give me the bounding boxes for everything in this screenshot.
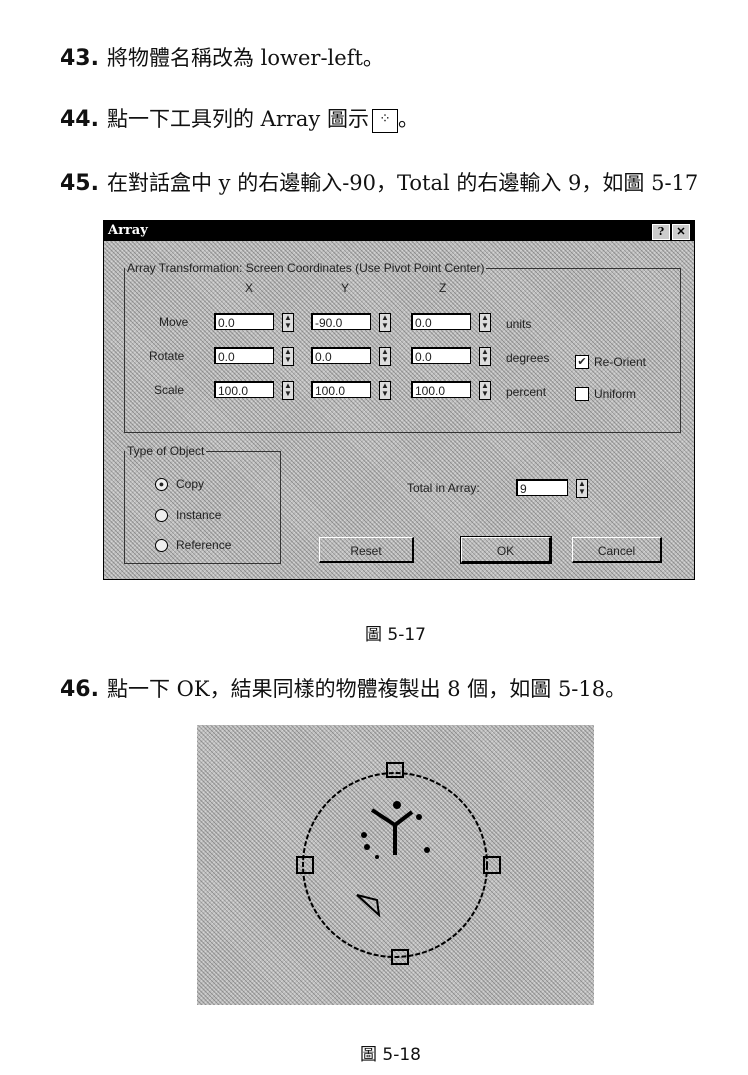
copy-box-bottom — [391, 949, 409, 965]
step-45: 45. 在對話盒中 y 的右邊輸入-90，Total 的右邊輸入 9，如圖 5-1… — [60, 167, 698, 197]
figure-caption: 圖 5-17 — [365, 625, 426, 645]
spinner[interactable]: ▲▼ — [282, 347, 294, 366]
move-y-input[interactable]: -90.0 — [311, 313, 371, 330]
array-toolbar-icon: ⁘ — [371, 108, 398, 133]
step-text: 點一下 OK，結果同樣的物體複製出 8 個，如圖 5-18。 — [106, 677, 627, 701]
axis-y-label: Y — [341, 281, 350, 295]
spinner[interactable]: ▲▼ — [282, 313, 294, 332]
axis-z-label: Z — [439, 281, 447, 295]
scale-x-input[interactable]: 100.0 — [214, 381, 274, 398]
ok-button[interactable]: OK — [460, 536, 552, 564]
copy-box-left — [296, 856, 314, 874]
spinner[interactable]: ▲▼ — [379, 347, 391, 366]
scale-y-input[interactable]: 100.0 — [311, 381, 371, 398]
reference-label: Reference — [176, 538, 232, 552]
row-label: Rotate — [149, 349, 185, 363]
rotate-z-input[interactable]: 0.0 — [411, 347, 471, 364]
step-46: 46. 點一下 OK，結果同樣的物體複製出 8 個，如圖 5-18。 — [60, 673, 626, 703]
uniform-label: Uniform — [594, 387, 637, 401]
instance-radio[interactable] — [155, 509, 168, 522]
spinner[interactable]: ▲▼ — [479, 381, 491, 400]
rotate-y-input[interactable]: 0.0 — [311, 347, 371, 364]
step-text-suffix: 。 — [397, 107, 419, 131]
rotate-x-input[interactable]: 0.0 — [214, 347, 274, 364]
scale-z-input[interactable]: 100.0 — [411, 381, 471, 398]
array-dialog: Array ? ✕ Array Transformation: Screen C… — [103, 220, 695, 580]
row-label: Scale — [154, 383, 185, 397]
reset-button[interactable]: Reset — [319, 537, 414, 563]
total-spinner[interactable]: ▲▼ — [576, 479, 588, 498]
unit-label: percent — [506, 385, 547, 399]
row-label: Move — [159, 315, 189, 329]
transform-legend: Array Transformation: Screen Coordinates… — [127, 261, 485, 275]
step-number: 45. — [60, 171, 99, 196]
unit-label: units — [506, 317, 532, 331]
cancel-button[interactable]: Cancel — [572, 537, 662, 563]
step-number: 46. — [60, 677, 99, 702]
reorient-label: Re-Orient — [594, 355, 647, 369]
spinner[interactable]: ▲▼ — [379, 381, 391, 400]
dialog-title: Array — [108, 223, 148, 238]
copy-box-right — [483, 856, 501, 874]
step-44: 44. 點一下工具列的 Array 圖示⁘。 — [60, 103, 419, 133]
axis-x-label: X — [245, 281, 254, 295]
copy-box-top — [386, 762, 404, 778]
copy-label: Copy — [176, 477, 205, 491]
figure-caption: 圖 5-18 — [360, 1045, 421, 1065]
spinner[interactable]: ▲▼ — [479, 313, 491, 332]
reorient-checkbox[interactable]: ✔ — [575, 355, 589, 369]
center-object — [370, 808, 414, 855]
spinner[interactable]: ▲▼ — [479, 347, 491, 366]
transform-group: Array Transformation: Screen Coordinates… — [124, 261, 681, 433]
reference-radio[interactable] — [155, 539, 168, 552]
total-label: Total in Array: — [407, 481, 480, 495]
step-43: 43. 將物體名稱改為 lower-left。 — [60, 42, 384, 72]
copy-dots — [361, 801, 430, 859]
camera-object — [356, 894, 381, 918]
step-text: 在對話盒中 y 的右邊輸入-90，Total 的右邊輸入 9，如圖 5-17 — [106, 171, 699, 195]
spinner[interactable]: ▲▼ — [379, 313, 391, 332]
instance-label: Instance — [176, 508, 222, 522]
viewport-screenshot — [197, 725, 594, 1005]
uniform-checkbox[interactable] — [575, 387, 589, 401]
type-group: Type of Object — [124, 444, 281, 564]
move-x-input[interactable]: 0.0 — [214, 313, 274, 330]
move-z-input[interactable]: 0.0 — [411, 313, 471, 330]
step-number: 44. — [60, 107, 99, 132]
step-number: 43. — [60, 46, 99, 71]
spinner[interactable]: ▲▼ — [282, 381, 294, 400]
help-button[interactable]: ? — [652, 224, 670, 240]
type-legend: Type of Object — [127, 444, 205, 458]
total-input[interactable]: 9 — [516, 479, 568, 496]
step-text: 點一下工具列的 Array 圖示 — [106, 107, 369, 131]
copy-radio[interactable]: ● — [155, 478, 168, 491]
unit-label: degrees — [506, 351, 550, 365]
step-text: 將物體名稱改為 lower-left。 — [106, 46, 384, 70]
close-button[interactable]: ✕ — [672, 224, 690, 240]
array-result-drawing — [296, 762, 501, 965]
array-circle — [302, 772, 488, 958]
dialog-titlebar: Array ? ✕ — [104, 221, 694, 241]
